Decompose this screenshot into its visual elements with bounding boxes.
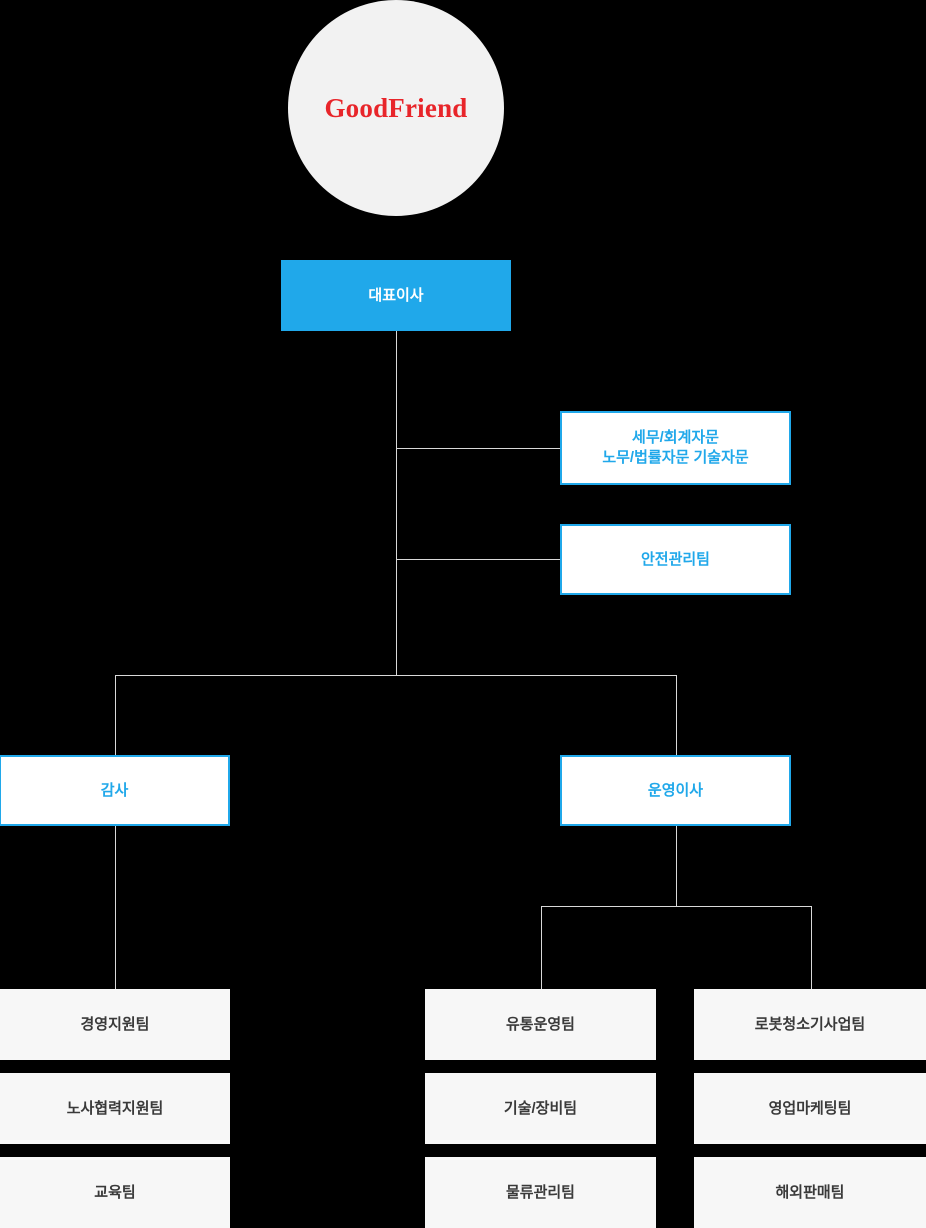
node-team-technology-equipment[interactable]: 기술/장비팀: [425, 1073, 656, 1144]
node-advisory-consulting-line2: 노무/법률자문 기술자문: [602, 449, 749, 466]
node-team-logistics-management[interactable]: 물류관리팀: [425, 1157, 656, 1228]
company-logo: GoodFriend: [288, 0, 504, 216]
node-team-distribution-operations-label: 유통운영팀: [505, 1015, 575, 1033]
node-safety-management-team-label: 안전관리팀: [640, 550, 710, 568]
connector-ceo-to-advisory-1: [396, 448, 560, 449]
node-advisory-consulting[interactable]: 세무/회계자문 노무/법률자문 기술자문: [560, 411, 791, 485]
node-team-labor-cooperation-support[interactable]: 노사협력지원팀: [0, 1073, 230, 1144]
node-ceo[interactable]: 대표이사: [281, 260, 511, 331]
connector-audit-to-teams: [115, 826, 116, 990]
node-team-management-support[interactable]: 경영지원팀: [0, 989, 230, 1060]
node-team-labor-cooperation-support-label: 노사협력지원팀: [66, 1099, 164, 1117]
node-team-management-support-label: 경영지원팀: [80, 1015, 150, 1033]
node-auditor[interactable]: 감사: [0, 755, 230, 826]
node-team-sales-marketing-label: 영업마케팅팀: [768, 1099, 852, 1117]
node-advisory-consulting-line1: 세무/회계자문: [632, 429, 719, 447]
connector-executive-bar: [115, 675, 677, 676]
node-team-robot-cleaner-business-label: 로봇청소기사업팀: [754, 1015, 866, 1033]
node-safety-management-team[interactable]: 안전관리팀: [560, 524, 791, 595]
node-operations-director-label: 운영이사: [647, 781, 704, 799]
connector-bar-to-director: [676, 675, 677, 756]
node-ceo-label: 대표이사: [368, 286, 424, 304]
node-team-distribution-operations[interactable]: 유통운영팀: [425, 989, 656, 1060]
connector-director-trunk: [676, 826, 677, 907]
node-team-education[interactable]: 교육팀: [0, 1157, 230, 1228]
node-team-robot-cleaner-business[interactable]: 로봇청소기사업팀: [694, 989, 926, 1060]
node-team-technology-equipment-label: 기술/장비팀: [503, 1099, 578, 1117]
node-team-overseas-sales[interactable]: 해외판매팀: [694, 1157, 926, 1228]
node-team-logistics-management-label: 물류관리팀: [505, 1183, 575, 1201]
node-team-education-label: 교육팀: [94, 1183, 136, 1201]
connector-director-to-business: [811, 906, 812, 990]
connector-ceo-trunk: [396, 331, 397, 676]
connector-director-to-operations: [541, 906, 542, 990]
connector-ceo-to-advisory-2: [396, 559, 560, 560]
connector-bar-to-audit: [115, 675, 116, 756]
node-auditor-label: 감사: [100, 781, 129, 799]
node-team-sales-marketing[interactable]: 영업마케팅팀: [694, 1073, 926, 1144]
node-operations-director[interactable]: 운영이사: [560, 755, 791, 826]
connector-director-bar: [541, 906, 812, 907]
company-logo-text: GoodFriend: [324, 92, 468, 123]
node-team-overseas-sales-label: 해외판매팀: [775, 1183, 845, 1201]
